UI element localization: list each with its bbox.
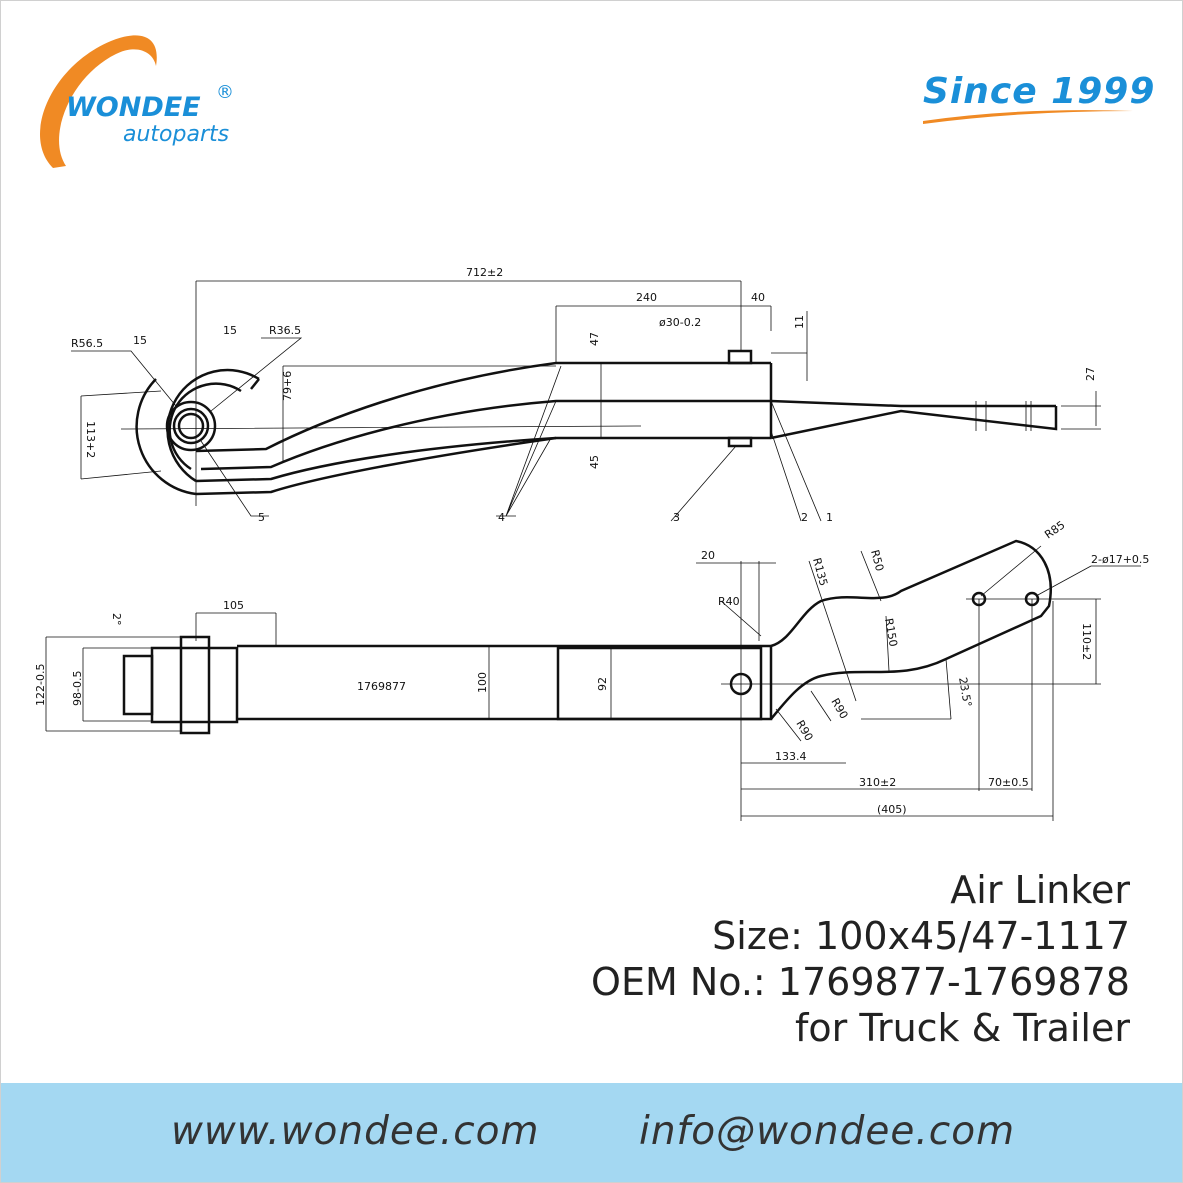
- dim-r90-lower: R90: [793, 718, 815, 743]
- product-oem: OEM No.: 1769877-1769878: [591, 960, 1130, 1004]
- product-info: Air Linker Size: 100x45/47-1117 OEM No.:…: [591, 867, 1130, 1051]
- since-label: Since 1999: [923, 71, 1156, 112]
- dim-holes: 2-ø17+0.5: [1091, 553, 1149, 566]
- callout-4: 4: [498, 511, 505, 524]
- dim-r90-upper: R90: [828, 696, 850, 721]
- callout-2: 2: [801, 511, 808, 524]
- dim-2deg: 2°: [110, 613, 123, 626]
- bottom-view: 1769877 105 2° 122-0.5 98-0.5 100 92 20 …: [34, 518, 1149, 821]
- dim-110: 110±2: [1080, 623, 1093, 660]
- footer-band: www.wondee.com info@wondee.com: [1, 1083, 1182, 1182]
- dim-27: 27: [1084, 367, 1097, 381]
- logo-subtitle: autoparts: [123, 122, 229, 147]
- logo-orange-ring: [39, 35, 157, 169]
- part-number-label: 1769877: [357, 680, 406, 693]
- dim-105: 105: [223, 599, 244, 612]
- dim-15-right: 15: [223, 324, 237, 337]
- dim-40: 40: [751, 291, 765, 304]
- since-swoosh: [923, 110, 1133, 124]
- top-view: 712±2 240 40 ø30-0.2 11 47 45 27 79+6 11…: [71, 266, 1101, 524]
- dim-133-4: 133.4: [775, 750, 807, 763]
- dim-r135: R135: [810, 556, 830, 587]
- logo-wordmark: WONDEE: [66, 92, 201, 123]
- dim-70: 70±0.5: [988, 776, 1029, 789]
- dim-15-left: 15: [133, 334, 147, 347]
- dim-45: 45: [588, 455, 601, 469]
- email-link[interactable]: info@wondee.com: [639, 1109, 1016, 1154]
- dim-113: 113+2: [84, 421, 97, 458]
- callout-5: 5: [258, 511, 265, 524]
- dim-dia30: ø30-0.2: [659, 316, 701, 329]
- dim-20: 20: [701, 549, 715, 562]
- dim-100: 100: [476, 672, 489, 693]
- dim-92: 92: [596, 677, 609, 691]
- dim-47: 47: [588, 332, 601, 346]
- dim-r40: R40: [718, 595, 740, 608]
- dim-79: 79+6: [281, 371, 294, 401]
- website-link[interactable]: www.wondee.com: [171, 1109, 540, 1154]
- dim-240: 240: [636, 291, 657, 304]
- dim-98: 98-0.5: [71, 671, 84, 706]
- dim-r56-5: R56.5: [71, 337, 103, 350]
- dim-310: 310±2: [859, 776, 896, 789]
- product-name: Air Linker: [950, 868, 1130, 912]
- callout-1: 1: [826, 511, 833, 524]
- dim-r150: R150: [882, 617, 900, 647]
- logo-registered: ®: [216, 82, 234, 103]
- dim-r50: R50: [868, 548, 886, 572]
- product-application: for Truck & Trailer: [794, 1006, 1130, 1050]
- dim-23-5deg: 23.5°: [956, 676, 974, 708]
- product-size: Size: 100x45/47-1117: [712, 914, 1130, 958]
- dim-405: (405): [877, 803, 907, 816]
- dim-122: 122-0.5: [34, 664, 47, 706]
- dim-11: 11: [793, 315, 806, 329]
- dim-r36-5: R36.5: [269, 324, 301, 337]
- wondee-logo: WONDEE ® autoparts: [39, 35, 234, 169]
- dim-712: 712±2: [466, 266, 503, 279]
- callout-3: 3: [673, 511, 680, 524]
- dim-r85: R85: [1042, 518, 1067, 541]
